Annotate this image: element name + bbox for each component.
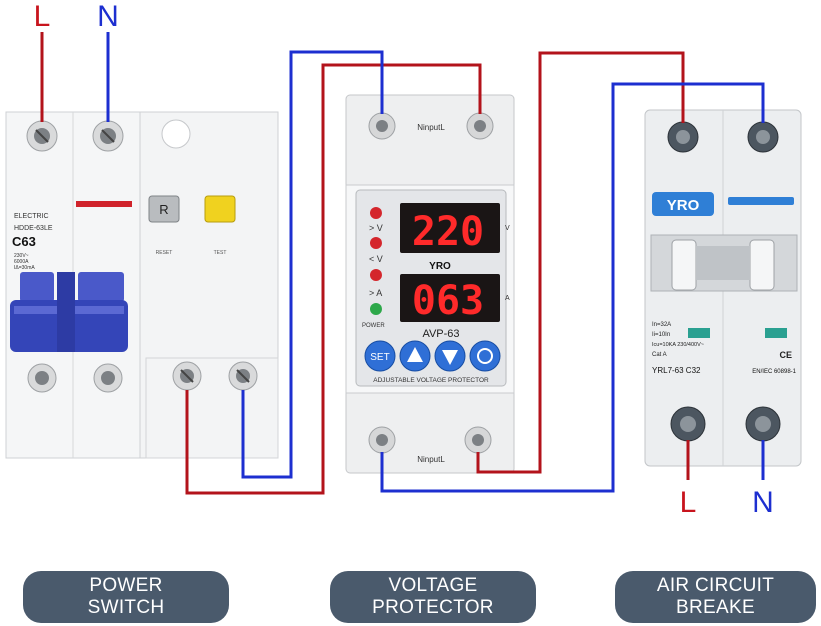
rcbo-rating: C63 (12, 234, 36, 249)
avp-terminal-label-bottom: NinputL (417, 455, 445, 464)
rcbo-terminal-out-l[interactable] (172, 361, 202, 391)
voltage-protector: NinputL > V < V > A POWER 220 V YRO 063 … (345, 94, 515, 474)
wire-rcbo-to-avp-live (185, 63, 482, 495)
rcbo-terminal-top-n[interactable] (92, 120, 124, 152)
avp-terminal-top-n[interactable] (368, 112, 396, 140)
btn-set-label: SET (370, 352, 389, 363)
rcbo-terminal-bottom-2[interactable] (93, 363, 123, 393)
label-top-neutral: N (97, 0, 119, 33)
display-voltage: 220 (412, 209, 484, 255)
rcbo-spec-2: 6000A (14, 259, 29, 265)
rcbo-test-button[interactable] (204, 195, 236, 223)
acb-toggle-handle[interactable] (650, 234, 798, 292)
acb-ce-mark: CE (779, 350, 792, 360)
indicator-power: POWER (362, 323, 385, 329)
caption-power-switch-line1: POWER (89, 575, 163, 596)
arrow-down-icon (442, 350, 458, 365)
power-switch: ELECTRIC HDDE-63LE C63 230V~ 6000A IΔ=30… (5, 111, 279, 459)
wire-avp-to-acb-live (476, 51, 685, 474)
caption-power-switch-line2: SWITCH (87, 597, 165, 618)
caption-air-circuit-breaker: AIR CIRCUIT BREAKE (615, 571, 816, 623)
avp-terminal-label-top: NinputL (417, 123, 445, 132)
led-over-voltage (370, 207, 382, 219)
rcbo-test-label-left: RESET (156, 250, 173, 256)
display-voltage-unit: V (505, 225, 510, 232)
indicator-under-v: < V (369, 254, 383, 264)
btn-set[interactable]: SET (364, 340, 396, 372)
avp-model: AVP-63 (422, 328, 459, 340)
caption-voltage-protector-line1: VOLTAGE (388, 575, 478, 596)
acb-terminal-top-n[interactable] (747, 121, 779, 153)
rcbo-test-label-right: TEST (214, 250, 227, 256)
label-bottom-neutral: N (752, 486, 774, 519)
acb-spec-line3: Icu=10KA 230/400V~ (652, 342, 704, 348)
caption-voltage-protector: VOLTAGE PROTECTOR (330, 571, 536, 623)
label-bottom-live: L (680, 486, 697, 519)
btn-up[interactable] (399, 340, 431, 372)
avp-brand: YRO (429, 261, 451, 272)
acb-model: YRL7-63 C32 (652, 366, 701, 375)
caption-power-switch: POWER SWITCH (23, 571, 229, 623)
btn-down[interactable] (434, 340, 466, 372)
label-top-live: L (34, 0, 51, 33)
acb-spec-line4: Cat A (652, 352, 667, 358)
caption-air-circuit-breaker-line1: AIR CIRCUIT (656, 575, 775, 596)
indicator-over-a: > A (369, 288, 382, 298)
btn-power[interactable] (469, 340, 501, 372)
acb-brand: YRO (667, 197, 700, 214)
display-current: 063 (412, 278, 484, 324)
display-current-unit: A (505, 295, 510, 302)
rcbo-model: HDDE-63LE (14, 225, 53, 232)
wire-avp-to-acb-neutral (380, 82, 765, 493)
avp-terminal-top-l[interactable] (466, 112, 494, 140)
rcbo-spec-3: IΔ=30mA (14, 265, 35, 271)
rcbo-terminal-top-l[interactable] (26, 120, 58, 152)
acb-spec-line2: Ii=10In (652, 332, 670, 338)
acb-terminal-bottom-l[interactable] (670, 406, 706, 442)
rcbo-toggle-handle[interactable] (10, 272, 128, 352)
avp-terminal-bottom-n[interactable] (368, 426, 396, 454)
rcbo-terminal-bottom-1[interactable] (27, 363, 57, 393)
acb-terminal-top-l[interactable] (667, 121, 699, 153)
power-icon (477, 348, 493, 364)
rcbo-terminal-out-n[interactable] (228, 361, 258, 391)
arrow-up-icon (407, 347, 423, 362)
led-under-voltage (370, 237, 382, 249)
led-over-current (370, 269, 382, 281)
rcbo-reset-label: R (159, 202, 168, 217)
rcbo-reset-button[interactable]: R (148, 195, 180, 223)
acb-terminal-bottom-n[interactable] (745, 406, 781, 442)
wire-rcbo-to-avp-neutral (241, 50, 384, 479)
indicator-over-v: > V (369, 223, 383, 233)
avp-terminal-bottom-l[interactable] (464, 426, 492, 454)
avp-footer: ADJUSTABLE VOLTAGE PROTECTOR (373, 377, 489, 384)
acb-spec-in: In=32A (652, 322, 671, 328)
air-circuit-breaker: YRO In=32A Ii=10In Icu=10KA 230/400V~ Ca… (644, 109, 802, 467)
caption-voltage-protector-line2: PROTECTOR (372, 597, 494, 618)
caption-air-circuit-breaker-line2: BREAKE (676, 597, 755, 618)
rcbo-brand: ELECTRIC (14, 213, 49, 220)
rcbo-spec-1: 230V~ (14, 253, 29, 259)
led-power (370, 303, 382, 315)
acb-standard: EN/IEC 60898-1 (752, 369, 796, 375)
